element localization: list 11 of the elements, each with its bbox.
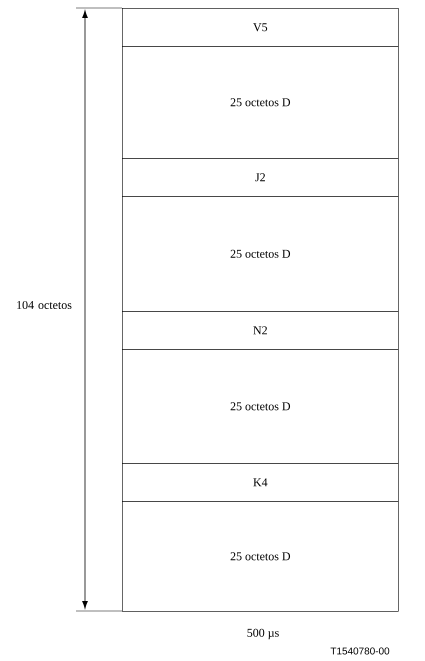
header-field: V5 bbox=[122, 8, 399, 47]
data-field: 25 octetos D bbox=[122, 349, 399, 464]
header-field: J2 bbox=[122, 158, 399, 197]
header-field: K4 bbox=[122, 463, 399, 502]
data-field: 25 octetos D bbox=[122, 196, 399, 312]
data-field: 25 octetos D bbox=[122, 46, 399, 159]
figure-id: T1540780-00 bbox=[330, 647, 390, 655]
width-label: 500 µs bbox=[247, 628, 279, 640]
data-field: 25 octetos D bbox=[122, 501, 399, 612]
dimension-label: 104 octetos bbox=[17, 300, 72, 310]
header-field: N2 bbox=[122, 311, 399, 350]
